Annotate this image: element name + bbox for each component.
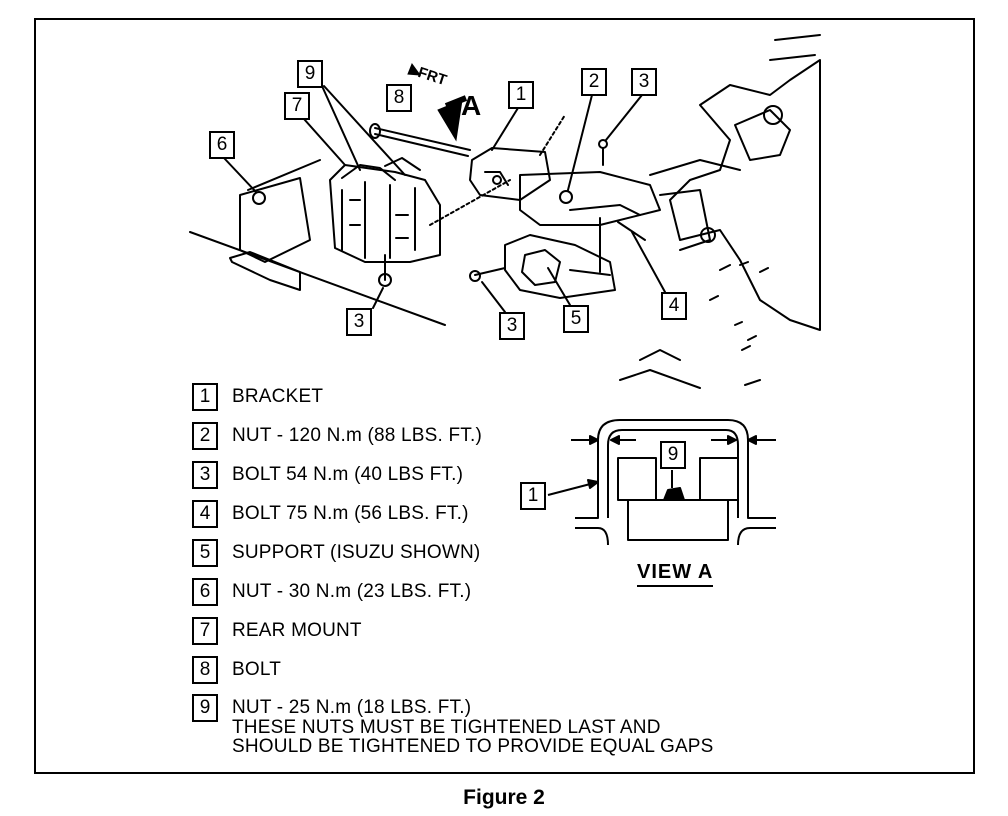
leader-6	[223, 157, 257, 193]
view-a-callout-9: 9	[660, 441, 686, 469]
leader-3-left	[372, 287, 384, 309]
view-a-callout-1: 1	[520, 482, 546, 510]
front-direction-arrow	[407, 62, 468, 142]
legend-label: NUT - 120 N.m (88 LBS. FT.)	[232, 425, 482, 446]
callout-8: 8	[386, 84, 412, 112]
bracket-1-shape	[469, 147, 551, 201]
leader-5	[547, 267, 571, 306]
legend-label: BOLT 75 N.m (56 LBS. FT.)	[232, 503, 469, 524]
view-a-arrow-label: A	[461, 90, 482, 121]
leader-9a	[321, 85, 361, 171]
legend-num: 4	[192, 500, 218, 528]
legend-label: BOLT 54 N.m (40 LBS FT.)	[232, 464, 464, 485]
callout-6: 6	[209, 131, 235, 159]
legend-num: 3	[192, 461, 218, 489]
figure-caption: Figure 2	[463, 786, 545, 809]
legend-num: 1	[192, 383, 218, 411]
support-5-shape	[504, 234, 616, 299]
view-a-title: VIEW A	[637, 561, 714, 587]
figure-frame	[34, 18, 975, 774]
legend-label: SUPPORT (ISUZU SHOWN)	[232, 542, 481, 563]
legend-note-line-2: SHOULD BE TIGHTENED TO PROVIDE EQUAL GAP…	[232, 736, 714, 757]
legend-num: 9	[192, 694, 218, 722]
callout-9: 9	[297, 60, 323, 88]
leader-3-mid	[481, 281, 506, 313]
legend-num: 7	[192, 617, 218, 645]
crossmember-line	[189, 231, 446, 326]
leader-9b	[323, 85, 406, 176]
callout-3-mid: 3	[499, 312, 525, 340]
bolt-8	[374, 127, 471, 151]
leader-7	[303, 118, 346, 166]
view-a-inset	[547, 419, 776, 546]
callout-3-top: 3	[631, 68, 657, 96]
legend-label: REAR MOUNT	[232, 620, 362, 641]
legend-num: 2	[192, 422, 218, 450]
legend-label: BRACKET	[232, 386, 324, 407]
legend-num: 8	[192, 656, 218, 684]
legend-label: BOLT	[232, 659, 282, 680]
rear-mount-shape	[329, 164, 441, 263]
leader-2	[567, 94, 593, 191]
legend-label: NUT - 25 N.m (18 LBS. FT.)	[232, 697, 472, 718]
legend-num: 5	[192, 539, 218, 567]
callout-5: 5	[563, 305, 589, 333]
leader-4	[631, 231, 666, 293]
leader-3-top	[605, 94, 643, 141]
engine-block-outline	[669, 59, 821, 331]
callout-2: 2	[581, 68, 607, 96]
callout-4: 4	[661, 292, 687, 320]
leader-1-top	[491, 107, 519, 151]
legend-num: 6	[192, 578, 218, 606]
callout-7: 7	[284, 92, 310, 120]
callout-3-left: 3	[346, 308, 372, 336]
legend-note-line-1: THESE NUTS MUST BE TIGHTENED LAST AND	[232, 717, 661, 738]
legend-label: NUT - 30 N.m (23 LBS. FT.)	[232, 581, 472, 602]
callout-1: 1	[508, 81, 534, 109]
